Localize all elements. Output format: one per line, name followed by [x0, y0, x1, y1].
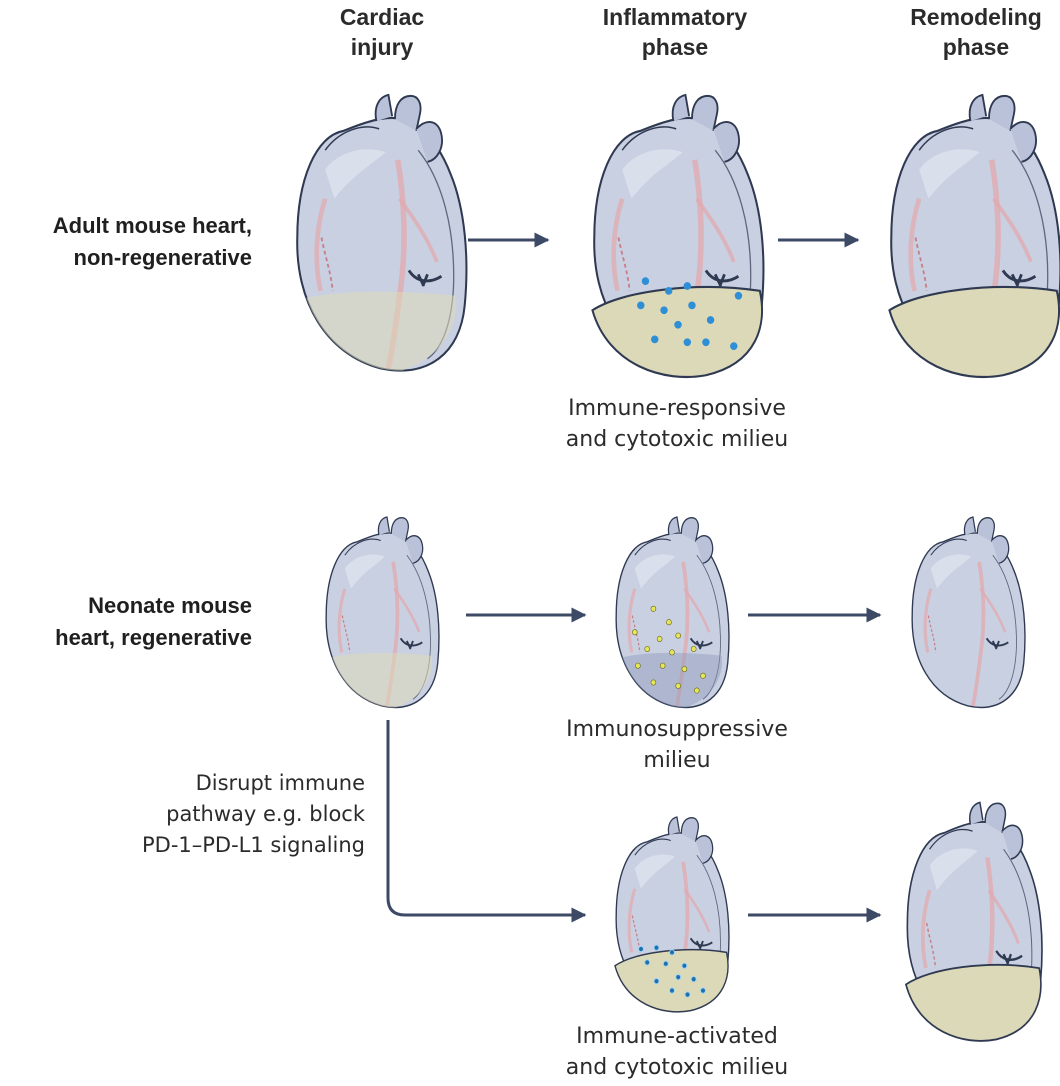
column-header-cardiac-injury: Cardiac injury	[339, 4, 425, 60]
blocked-heart-inflammatory	[615, 817, 729, 1013]
neonate-heart-remodeling	[912, 517, 1025, 707]
caption-adult-inflammatory: Immune-responsive and cytotoxic milieu	[565, 396, 789, 452]
column-header-remodeling-phase: Remodeling phase	[910, 4, 1042, 60]
adult-heart-injury	[297, 95, 466, 373]
column-header-inflammatory-phase: Inflammatory phase	[602, 4, 748, 60]
row-label-adult: Adult mouse heart, non-regenerative	[52, 213, 252, 270]
blocked-heart-remodeling	[906, 802, 1042, 1042]
adult-heart-inflammatory	[592, 95, 763, 379]
caption-blocked-inflammatory: Immune-activated and cytotoxic milieu	[565, 1024, 789, 1080]
cytotoxic-cells	[637, 277, 743, 351]
neonate-heart-injury	[326, 517, 439, 709]
cytotoxic-cells	[638, 944, 706, 998]
neonate-heart-inflammatory	[616, 517, 729, 709]
adult-heart-remodeling	[889, 95, 1060, 379]
row-label-neonate: Neonate mouse heart, regenerative	[55, 593, 252, 650]
caption-neonate-inflammatory: Immunosuppressive milieu	[566, 717, 788, 773]
intervention-note: Disrupt immune pathway e.g. block PD-1–P…	[141, 771, 365, 857]
suppressive-cells	[632, 605, 706, 694]
arrow-intervention	[386, 720, 587, 923]
